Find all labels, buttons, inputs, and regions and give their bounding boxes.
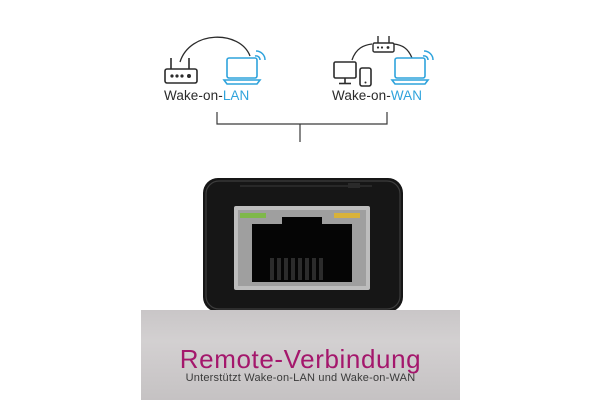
wan-connection-arc xyxy=(351,43,413,61)
router-icon xyxy=(372,36,395,53)
phone-icon xyxy=(359,67,372,87)
router-icon xyxy=(164,58,198,84)
wake-on-lan-prefix: Wake-on- xyxy=(164,88,223,103)
bracket-connector xyxy=(216,112,388,142)
link-led xyxy=(240,213,266,218)
banner-subtitle: Unterstützt Wake-on-LAN und Wake-on-WAN xyxy=(185,372,416,384)
wake-on-lan-highlight: LAN xyxy=(222,88,250,103)
wifi-signal-icon xyxy=(422,50,434,61)
lan-connection-arc xyxy=(179,36,251,63)
laptop-icon xyxy=(390,57,430,85)
wake-on-wan-label: Wake-on-WAN xyxy=(332,88,422,103)
wake-on-wan-highlight: WAN xyxy=(390,88,423,103)
banner-title: Remote-Verbindung xyxy=(179,344,422,374)
ethernet-port xyxy=(203,178,403,312)
wake-on-wan-prefix: Wake-on- xyxy=(332,88,391,103)
activity-led xyxy=(334,213,360,218)
laptop-icon xyxy=(222,57,262,85)
wifi-signal-icon xyxy=(254,50,266,61)
desktop-icon xyxy=(333,61,357,85)
wake-on-lan-label: Wake-on-LAN xyxy=(164,88,249,103)
title-banner: Remote-Verbindung Unterstützt Wake-on-LA… xyxy=(141,310,460,400)
